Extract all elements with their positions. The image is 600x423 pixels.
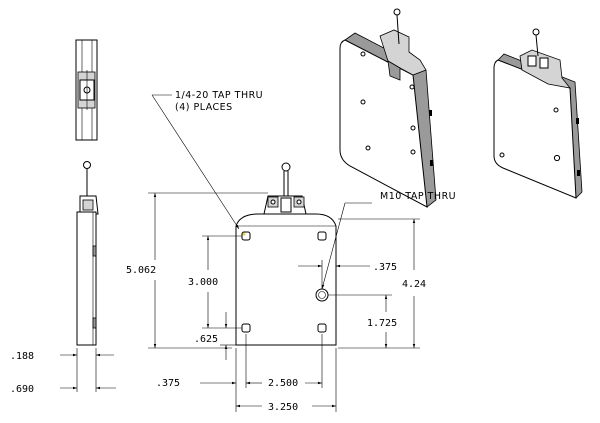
- dim-hole-spacing-horizontal: 2.500: [268, 378, 298, 389]
- tap-note-line2: (4) PLACES: [175, 102, 233, 113]
- dim-overall-height: 5.062: [126, 265, 156, 276]
- dim-right-height: 4.24: [402, 279, 426, 290]
- top-view: [75, 39, 98, 141]
- isometric-view-rear: [493, 28, 583, 199]
- dim-side-depth: .690: [10, 384, 34, 395]
- isometric-view-front: [339, 8, 437, 208]
- side-view: [60, 161, 116, 392]
- dim-side-thickness: .188: [10, 351, 34, 362]
- m10-note: M10 TAP THRU: [380, 191, 456, 202]
- tap-note-line1: 1/4-20 TAP THRU: [175, 90, 263, 101]
- dim-hole-bottom-offset: .625: [194, 334, 218, 345]
- dim-left-hole-offset: .375: [156, 378, 180, 389]
- dim-m10-offset-x: .375: [373, 262, 397, 273]
- dim-m10-height: 1.725: [367, 318, 397, 329]
- dim-overall-width: 3.250: [268, 402, 298, 413]
- front-view: [235, 162, 337, 346]
- dim-hole-spacing-vertical: 3.000: [188, 277, 218, 288]
